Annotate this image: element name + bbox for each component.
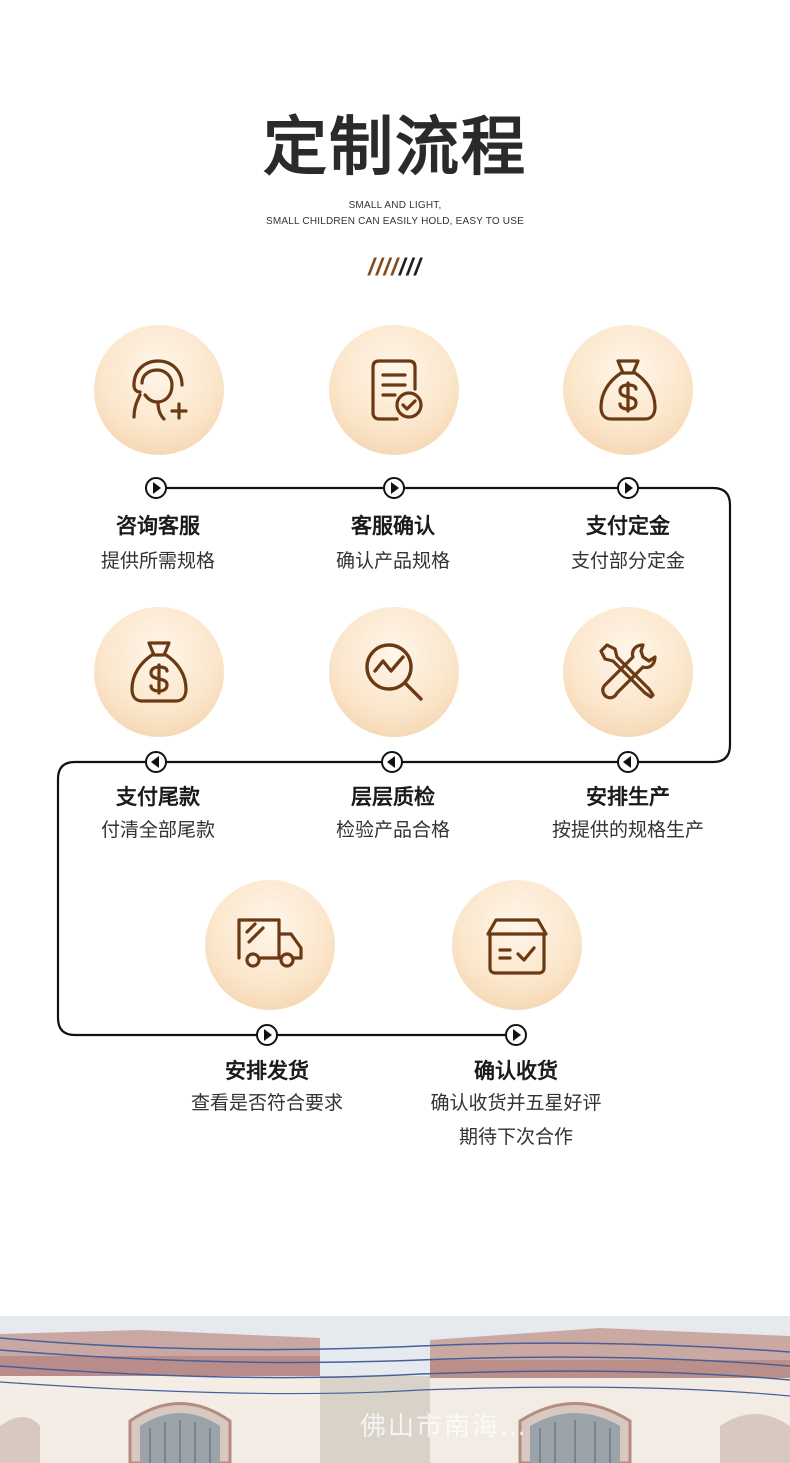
money-bag-icon [599, 359, 657, 421]
customer-service-icon [132, 359, 188, 421]
step-desc-6: 按提供的规格生产 [551, 819, 704, 841]
step-desc-5: 检验产品合格 [335, 819, 450, 841]
step-title-7: 安排发货 [225, 1059, 309, 1083]
step-desc-1: 提供所需规格 [100, 550, 215, 572]
step-desc-2: 确认产品规格 [335, 550, 450, 572]
arrow-left-3 [617, 751, 639, 773]
step-desc-3: 支付部分定金 [570, 550, 685, 572]
step-title-2: 客服确认 [351, 514, 435, 538]
step-desc-8-line-1: 确认收货并五星好评 [430, 1092, 602, 1114]
arrow-right-4 [256, 1024, 278, 1046]
step-circle-4 [94, 607, 224, 737]
step-circle-1 [94, 325, 224, 455]
step-circle-7 [205, 880, 335, 1010]
arrow-right-2 [383, 477, 405, 499]
slashes-dark: /// [398, 254, 422, 281]
step-title-6: 安排生产 [586, 785, 670, 809]
tools-icon [599, 643, 657, 700]
step-title-4: 支付尾款 [116, 785, 200, 809]
step-desc-7: 查看是否符合要求 [190, 1092, 343, 1114]
slashes-accent: //// [368, 254, 399, 281]
page-title: 定制流程 [263, 111, 527, 185]
decorative-slashes: /////// [0, 254, 790, 282]
arrow-right-1 [145, 477, 167, 499]
money-bag-icon [130, 641, 188, 703]
arrow-left-1 [145, 751, 167, 773]
step-circle-2 [329, 325, 459, 455]
photo-caption: 佛山市南海… [360, 1412, 529, 1442]
arrow-right-5 [505, 1024, 527, 1046]
step-circle-8 [452, 880, 582, 1010]
step-title-8: 确认收货 [474, 1059, 558, 1083]
arrow-left-2 [381, 751, 403, 773]
flow-connector [56, 477, 732, 1046]
step-title-3: 支付定金 [586, 514, 670, 538]
document-check-icon [371, 359, 423, 421]
step-desc-8-line-2: 期待下次合作 [458, 1126, 573, 1148]
step-title-5: 层层质检 [351, 785, 435, 809]
magnifier-chart-icon [365, 643, 423, 701]
factory-building-image [0, 1316, 790, 1463]
step-circle-3 [563, 325, 693, 455]
step-desc-4: 付清全部尾款 [100, 819, 215, 841]
factory-photo: 佛山市南海… [0, 1316, 790, 1463]
step-circle-5 [329, 607, 459, 737]
step-title-1: 咨询客服 [116, 514, 200, 538]
box-check-icon [486, 918, 548, 975]
step-circle-6 [563, 607, 693, 737]
arrow-right-3 [617, 477, 639, 499]
subtitle-line-2: SMALL CHILDREN CAN EASILY HOLD, EASY TO … [266, 216, 524, 227]
subtitle-line-1: SMALL AND LIGHT, [348, 200, 442, 211]
truck-icon [237, 918, 303, 968]
